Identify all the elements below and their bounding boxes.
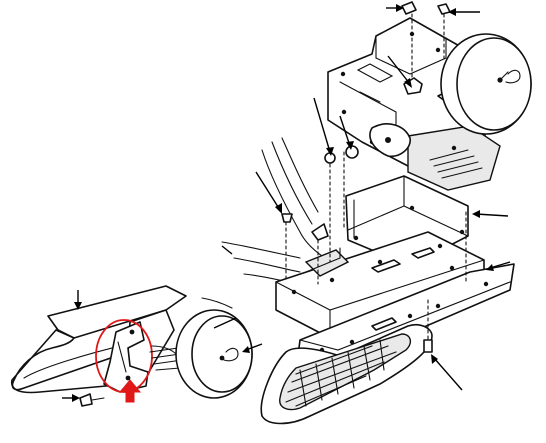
callout-lamp-assembly-upper: [313, 97, 334, 156]
callout-lamp-assembly-lower: [242, 343, 263, 353]
body-panel: [201, 137, 326, 309]
lamp-bezel: [260, 323, 433, 425]
callout-top-bolt-left: [386, 4, 404, 12]
callout-fender-trim: [74, 290, 82, 310]
callout-bracket-stud: [431, 354, 463, 391]
callout-frame-screw: [255, 171, 282, 214]
callout-arrows: [62, 4, 511, 402]
callout-lower-bolt: [62, 394, 80, 402]
callout-top-bolt-right: [448, 8, 480, 16]
upper-lamp: [440, 33, 532, 135]
callout-left-plate: [213, 317, 237, 329]
callout-mount-nut-right: [339, 115, 354, 150]
callout-lamp-bracket-right: [472, 210, 509, 218]
bumper-bracket: [103, 321, 149, 393]
upper-lamp-bracket: [327, 17, 501, 191]
highlight-arrow-icon: [118, 379, 142, 403]
callout-upper-lamp-cut: [221, 245, 233, 255]
lower-lamp: [149, 309, 253, 399]
callout-bracket-nut: [387, 55, 412, 88]
callout-lower-plate: [486, 261, 511, 271]
